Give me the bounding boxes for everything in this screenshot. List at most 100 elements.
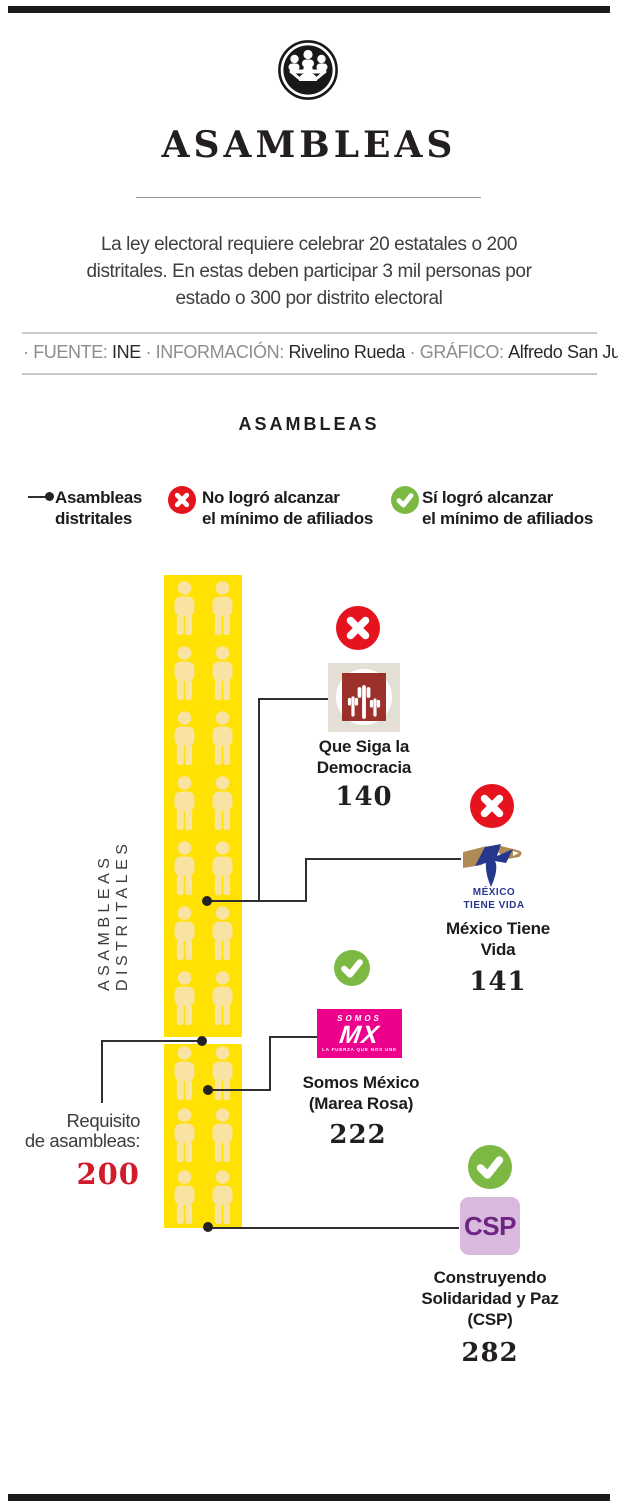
pass-check-icon (334, 950, 370, 986)
party-value: 282 (461, 1338, 519, 1368)
party-name-line: Que Siga la (318, 737, 410, 756)
source-label-grafico: · GRÁFICO: (409, 342, 504, 362)
person-icon (174, 906, 195, 960)
source-line: · FUENTE: INE · INFORMACIÓN: Rivelino Ru… (23, 342, 618, 363)
person-icon (212, 581, 233, 635)
connector (269, 1036, 318, 1038)
person-icon (174, 776, 195, 830)
party-value: 141 (469, 967, 527, 997)
marker-dot (202, 896, 212, 906)
source-label-fuente: · FUENTE: (23, 342, 108, 362)
source-rule-top (22, 332, 597, 334)
requirement-line: Requisito (66, 1110, 140, 1131)
party-name-line: Democracia (316, 758, 412, 777)
connector (208, 1089, 271, 1091)
party-value: 140 (335, 782, 393, 812)
legend-item-no-logro: No logró alcanzar el mínimo de afiliados (202, 487, 373, 529)
source-label-informacion: · INFORMACIÓN: (145, 342, 284, 362)
legend-item-si-logro: Sí logró alcanzar el mínimo de afiliados (422, 487, 593, 529)
party-name-line: Vida (480, 940, 516, 959)
source-value-informacion: Rivelino Rueda (288, 342, 405, 362)
requirement-label: Requisito de asambleas: (20, 1110, 141, 1151)
people-meeting-icon (278, 40, 338, 100)
party-name-line: Construyendo (433, 1268, 547, 1287)
legend-label: el mínimo de afiliados (422, 509, 593, 528)
mexico-logo-text: TIENE VIDA (463, 900, 525, 911)
title-divider (136, 197, 481, 198)
party-name-line: (Marea Rosa) (308, 1094, 414, 1113)
fail-x-icon (168, 486, 196, 514)
person-icon (174, 1170, 195, 1224)
person-icon (174, 711, 195, 765)
connector (101, 1040, 103, 1103)
party-name-line: Solidaridad y Paz (421, 1289, 559, 1308)
person-icon (212, 906, 233, 960)
legend-line-icon (28, 496, 47, 498)
person-icon (212, 1108, 233, 1162)
source-value-fuente: INE (112, 342, 141, 362)
legend-item-distritales: Asambleas distritales (55, 487, 142, 529)
source-rule-bottom (22, 373, 597, 375)
intro-line: estado o 300 por distrito electoral (175, 288, 443, 309)
intro-line: La ley electoral requiere celebrar 20 es… (100, 234, 518, 255)
connector (258, 698, 260, 902)
requirement-value: 200 (76, 1157, 140, 1191)
party-name: Construyendo Solidaridad y Paz (CSP) (410, 1267, 570, 1330)
somos-mexico-logo: SOMOS MX LA FUERZA QUE NOS UNE (317, 1009, 402, 1058)
person-icon (212, 1046, 233, 1100)
requirement-line: de asambleas: (24, 1130, 141, 1151)
threshold-dot (197, 1036, 207, 1046)
bottom-frame-bar (8, 1494, 610, 1501)
marker-dot (203, 1085, 213, 1095)
somos-logo-text: SOMOS (337, 1014, 382, 1023)
fail-x-icon (336, 606, 380, 650)
legend-label: Sí logró alcanzar (422, 488, 553, 507)
source-value-grafico: Alfredo San Juan (508, 342, 618, 362)
party-name: Que Siga la Democracia (294, 736, 434, 778)
person-icon (212, 1170, 233, 1224)
chart-heading: ASAMBLEAS (238, 414, 380, 434)
mexico-logo-text: MÉXICO (472, 887, 516, 898)
person-icon (212, 971, 233, 1025)
connector (207, 900, 307, 902)
connector (269, 1036, 271, 1091)
party-name: México Tiene Vida (428, 918, 568, 960)
intro-line: distritales. En estas deben participar 3… (86, 261, 532, 282)
party-name-line: México Tiene (445, 919, 551, 938)
csp-logo: CSP (460, 1197, 520, 1255)
fail-x-icon (470, 784, 514, 828)
legend-label: el mínimo de afiliados (202, 509, 373, 528)
person-icon (174, 841, 195, 895)
person-icon (212, 841, 233, 895)
connector (258, 698, 329, 700)
page-title: ASAMBLEAS (161, 124, 457, 166)
person-icon (174, 646, 195, 700)
legend-label: No logró alcanzar (202, 488, 340, 507)
intro-paragraph: La ley electoral requiere celebrar 20 es… (49, 231, 569, 312)
person-icon (174, 971, 195, 1025)
connector (305, 858, 307, 902)
party-name: Somos México (Marea Rosa) (291, 1072, 431, 1114)
person-icon (212, 646, 233, 700)
legend-label: Asambleas (55, 488, 143, 507)
pass-check-icon (391, 486, 419, 514)
person-icon (174, 1108, 195, 1162)
mexico-tiene-vida-eagle-icon (463, 844, 522, 887)
connector (305, 858, 461, 860)
legend-label: distritales (55, 509, 133, 528)
party-name-line: (CSP) (467, 1310, 513, 1329)
connector (208, 1227, 459, 1229)
que-siga-logo (328, 663, 400, 732)
person-icon (212, 711, 233, 765)
party-name-line: Somos México (302, 1073, 420, 1092)
top-frame-bar (8, 6, 610, 13)
axis-label: ASAMBLEAS DISTRITALES (96, 839, 131, 991)
connector (101, 1040, 203, 1042)
party-value: 222 (329, 1120, 387, 1150)
raised-hands-icon (342, 673, 386, 721)
pass-check-icon (468, 1145, 512, 1189)
person-icon (174, 581, 195, 635)
somos-mx-wordmark: MX (337, 1021, 382, 1049)
legend-dot-icon (45, 492, 54, 501)
